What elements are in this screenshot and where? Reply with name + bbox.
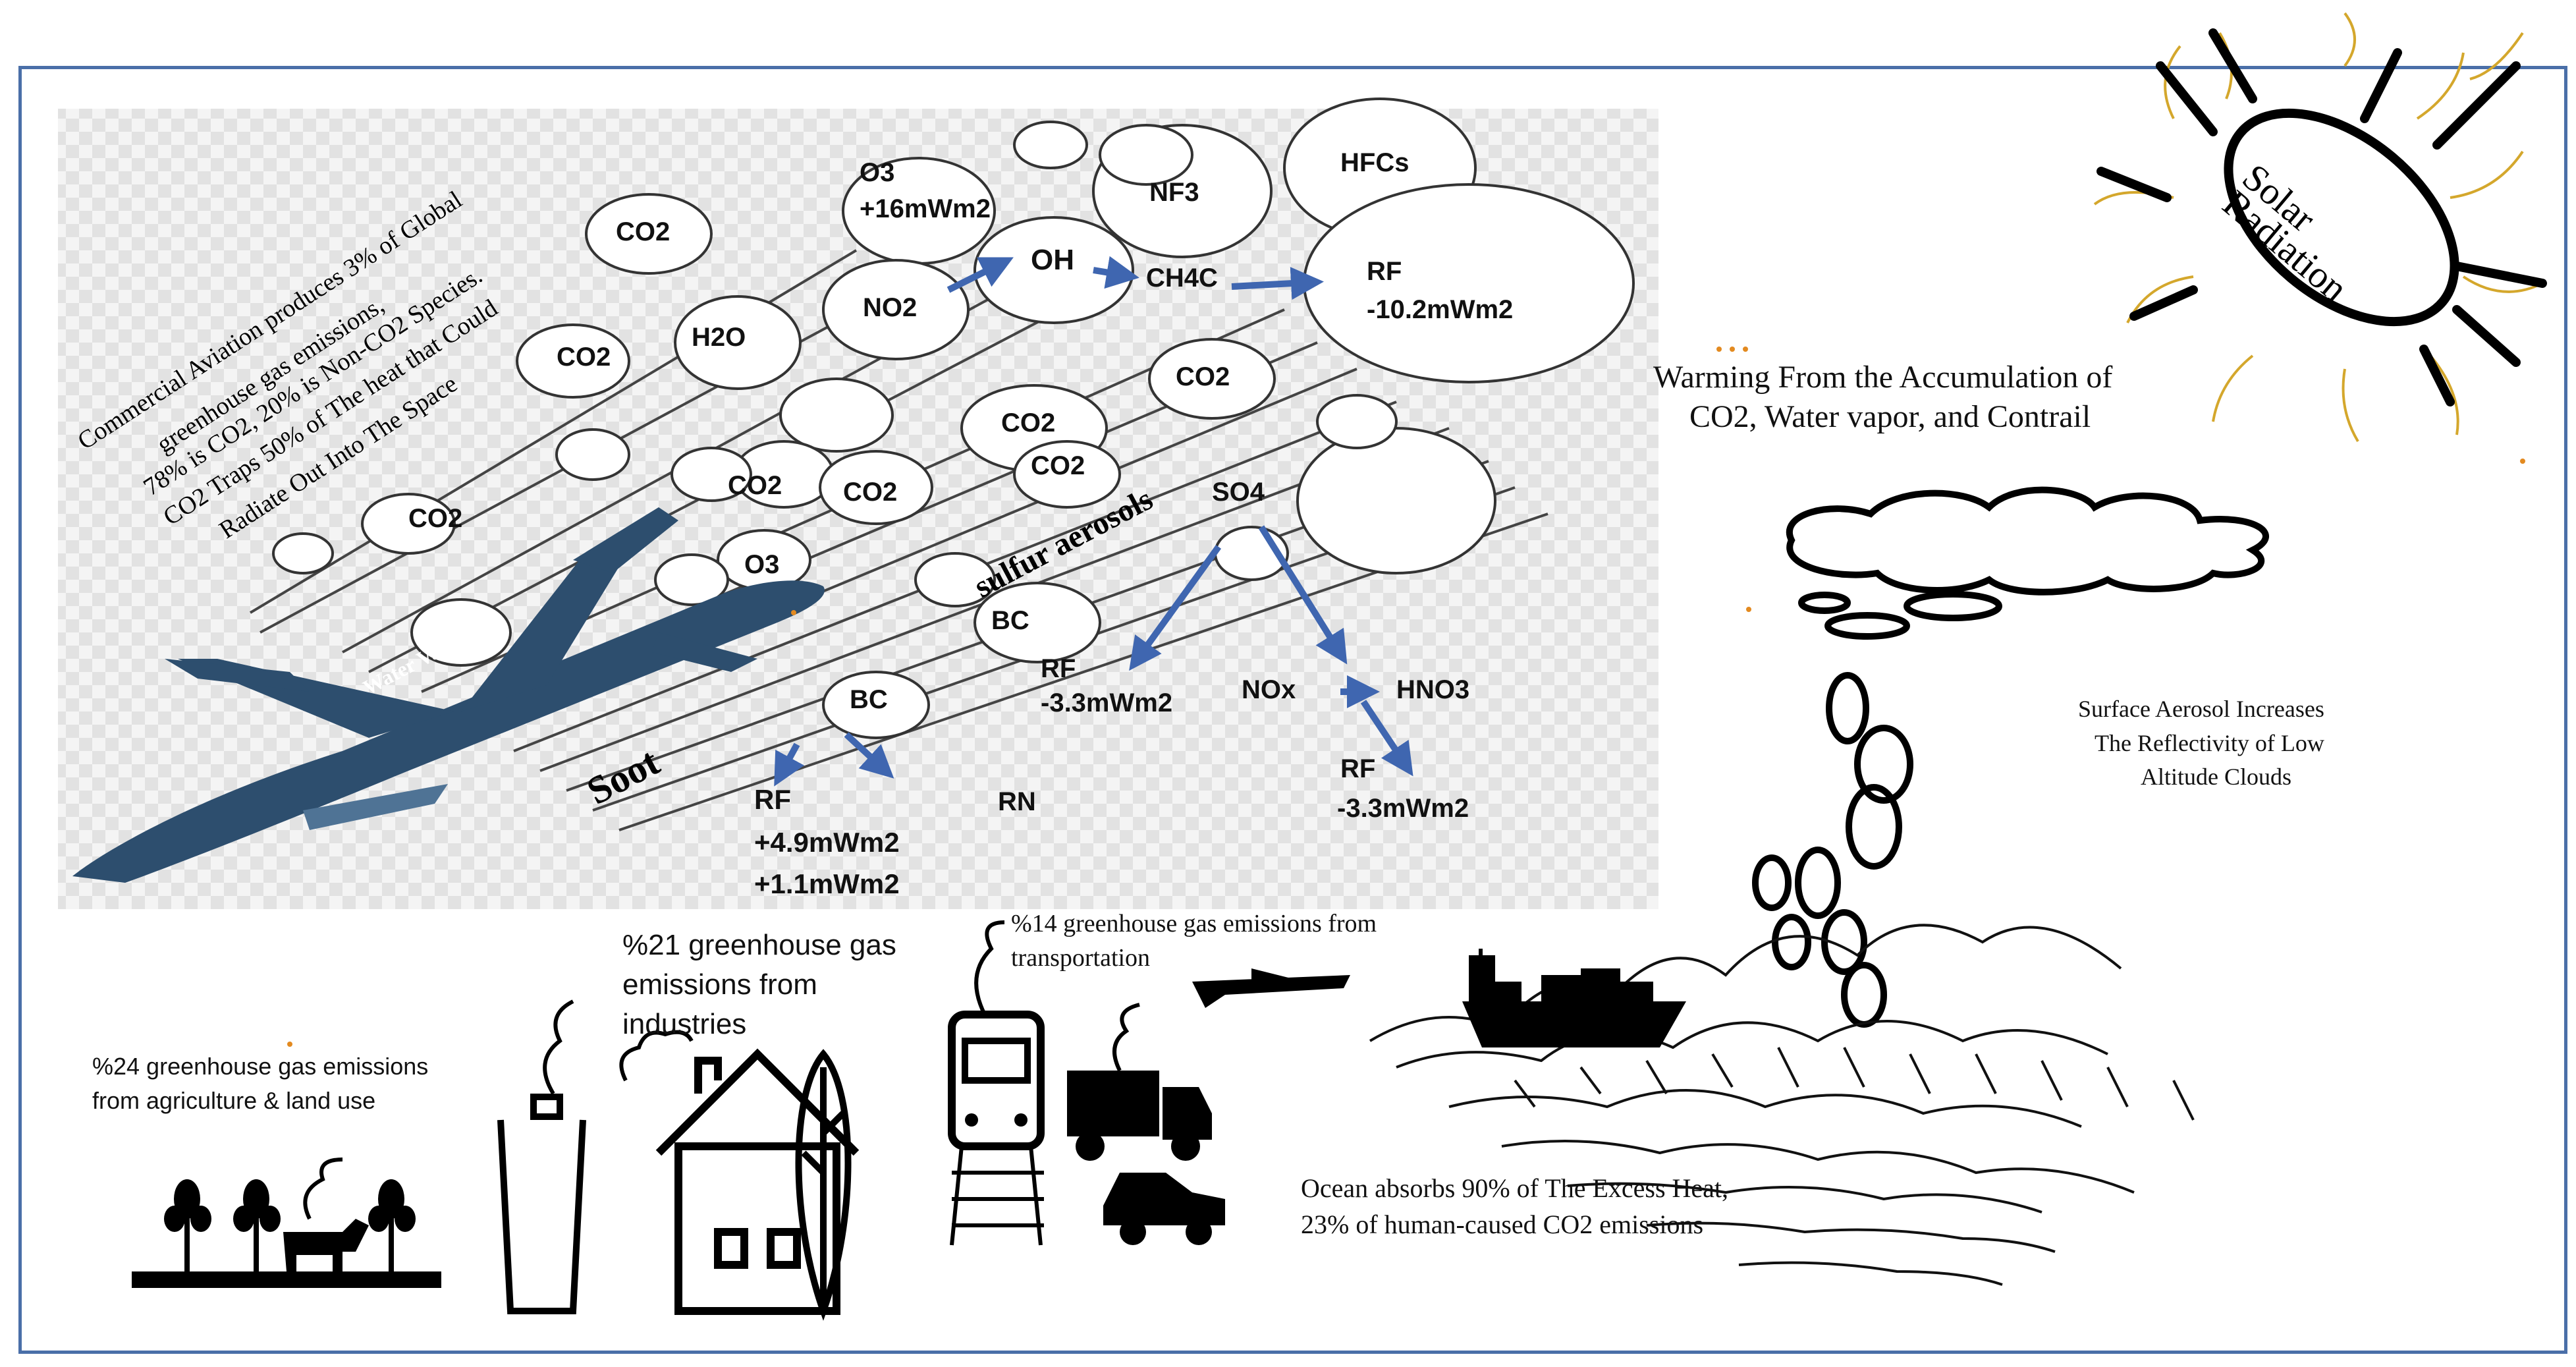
- industry-text-line-3: industries: [622, 1008, 747, 1040]
- oh-label: OH: [1031, 244, 1074, 276]
- cargo-ship: [1462, 949, 1686, 1047]
- airplane-silhouette: [72, 507, 825, 883]
- co2-label: CO2: [1176, 362, 1230, 391]
- car-icon: [1103, 1173, 1225, 1245]
- rf-top-label: RF: [1367, 257, 1402, 286]
- aerosol-text-line-2: The Reflectivity of Low: [2095, 730, 2324, 756]
- transport-text-line-2: transportation: [1011, 944, 1151, 972]
- co2-label: CO2: [408, 504, 463, 533]
- co2-label: CO2: [1001, 408, 1056, 437]
- low-cloud: [1786, 486, 2269, 640]
- factory-chimney-icon: [497, 999, 694, 1314]
- rf-mid-label: RF: [1041, 654, 1076, 683]
- rf-low-value-1: +4.9mWm2: [754, 827, 900, 858]
- so4-label: SO4: [1212, 478, 1265, 507]
- co2-label: CO2: [843, 478, 898, 507]
- gas-puffs: [272, 98, 1635, 739]
- aerosol-bubbles: [1752, 672, 1913, 1028]
- sun-illustration: [2093, 12, 2547, 443]
- nox-label: NOx: [1242, 675, 1296, 704]
- figure-frame: [18, 66, 2567, 1354]
- co2-label: CO2: [616, 217, 671, 246]
- industry-text-line-2: emissions from: [622, 968, 817, 1001]
- rn-label: RN: [998, 787, 1036, 816]
- ocean-text-line-2: 23% of human-caused CO2 emissions: [1301, 1210, 1704, 1239]
- rf-mid-value: -3.3mWm2: [1041, 688, 1173, 717]
- decorative-dots: [287, 347, 2525, 1047]
- bc-label: BC: [850, 685, 888, 714]
- bc-label: BC: [991, 606, 1029, 635]
- co2-label: CO2: [1031, 451, 1085, 480]
- train-icon: [948, 920, 1045, 1246]
- o3-top-label: O3: [860, 158, 895, 187]
- co2-label: CO2: [557, 343, 611, 372]
- rf-top-value: -10.2mWm2: [1367, 295, 1514, 324]
- h2o-label: H2O: [692, 323, 746, 352]
- agriculture-icon: [132, 1158, 441, 1288]
- rf-right-label: RF: [1340, 754, 1376, 783]
- rf-low-label: RF: [754, 784, 791, 815]
- agriculture-text-line-2: from agriculture & land use: [92, 1087, 376, 1114]
- o3-mid-label: O3: [744, 550, 780, 579]
- agriculture-text-line-1: %24 greenhouse gas emissions: [92, 1053, 429, 1080]
- nf3-label: NF3: [1149, 178, 1199, 207]
- warming-text-line-2: CO2, Water vapor, and Contrail: [1689, 399, 2091, 434]
- reaction-arrows: [774, 256, 1413, 787]
- no2-label: NO2: [863, 293, 918, 322]
- industry-text-line-1: %21 greenhouse gas: [622, 929, 896, 961]
- aerosol-text-line-1: Surface Aerosol Increases: [2078, 696, 2324, 722]
- warming-text-line-1: Warming From the Accumulation of: [1653, 360, 2113, 395]
- o3-rf-value: +16mWm2: [860, 194, 991, 223]
- rf-right-value: -3.3mWm2: [1337, 794, 1469, 823]
- small-airplane-icon: [1192, 968, 1350, 1008]
- aerosol-text-line-3: Altitude Clouds: [2141, 764, 2292, 790]
- tree-icon: [795, 1049, 852, 1321]
- ocean-text-line-1: Ocean absorbs 90% of The Excess Heat,: [1301, 1173, 1729, 1203]
- transport-text-line-1: %14 greenhouse gas emissions from: [1011, 910, 1377, 937]
- co2-label: CO2: [728, 471, 782, 500]
- rf-low-value-2: +1.1mWm2: [754, 868, 900, 899]
- hfcs-label: HFCs: [1340, 148, 1410, 177]
- ch4c-label: CH4C: [1146, 264, 1218, 293]
- hno3-label: HNO3: [1396, 675, 1470, 704]
- truck-icon: [1067, 1003, 1212, 1161]
